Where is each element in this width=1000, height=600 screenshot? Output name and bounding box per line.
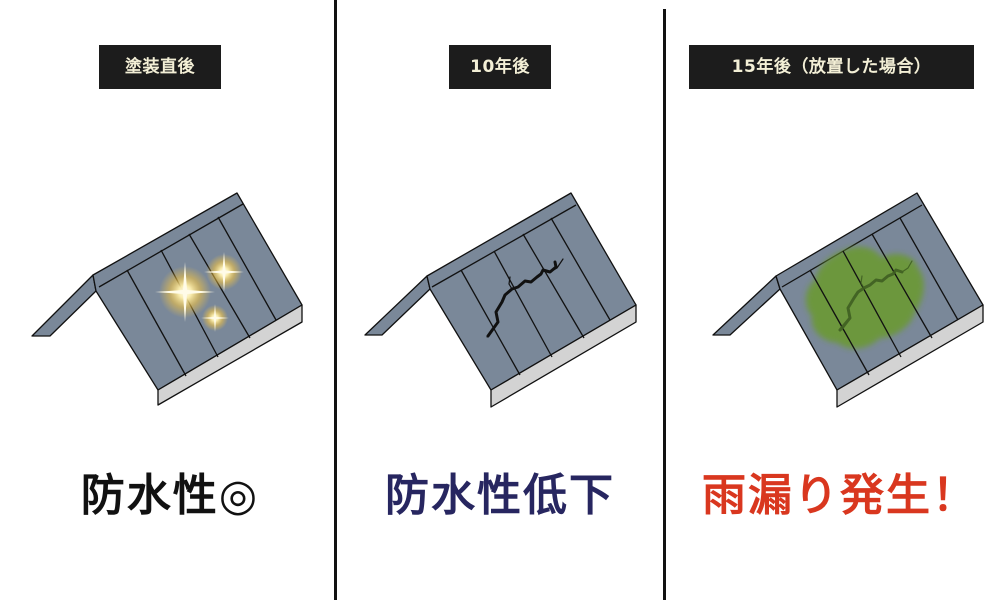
panel-divider-1 [334,0,337,600]
roof-shape [364,192,637,408]
panel-divider-2 [663,9,666,600]
sparkle-icon [155,252,244,332]
panel-label: 15年後（放置した場合） [689,45,974,89]
panel-caption: 防水性低下 [385,470,615,521]
panel-caption: 雨漏り発生！ [702,470,978,521]
crack-icon [486,258,564,338]
panel-caption: 防水性◎ [80,470,260,521]
panel-label: 塗装直後 [99,45,221,89]
crack-icon [838,260,913,332]
panel-label: 10年後 [449,45,551,89]
